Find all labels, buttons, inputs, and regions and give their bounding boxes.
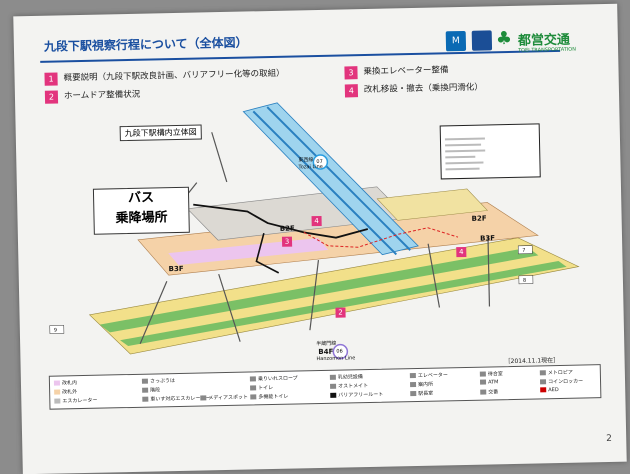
date-note: ［2014.11.1現在］: [504, 357, 560, 366]
legend-item: 駅長室: [410, 390, 433, 397]
transfer-route: [303, 227, 459, 248]
diagram-title: 九段下駅構内立体図: [119, 124, 202, 142]
barrier-free-route: [193, 203, 369, 239]
tozai-track: [252, 110, 398, 256]
exit-7-label: 7: [522, 247, 526, 254]
b2f-right-area: [376, 188, 488, 221]
floor-label-b2f-right: B2F: [471, 214, 487, 223]
legend-item: メディアスポット: [200, 394, 248, 402]
page-number: 2: [606, 433, 613, 445]
legend-item: オストメイト: [330, 382, 368, 390]
legend-item: 改札外: [54, 388, 77, 395]
legend-item: さっぷうは: [141, 377, 175, 385]
callout-4-right: 4: [456, 246, 467, 258]
legend-item: ATM: [479, 379, 499, 386]
tozai-line-code: 07: [316, 158, 323, 166]
hanzomon-track-green-2: [120, 261, 567, 347]
hanzomon-line-code: 06: [336, 348, 343, 355]
exit-markers: [49, 245, 534, 334]
legend-item: 多機能トイレ: [250, 393, 288, 401]
hanzomon-line-badge: [332, 343, 349, 360]
exit-9-label: 9: [53, 327, 58, 334]
legend-item: エスカレーター: [54, 397, 97, 405]
bus-label-line-2: 乗降場所: [115, 210, 168, 227]
tozai-line-name: 東西線: [298, 157, 314, 164]
station-diagram: [49, 102, 580, 360]
tozai-line-badge: [312, 154, 329, 170]
hanzomon-track-green: [99, 247, 539, 333]
legend-item: バリアフリールート: [330, 391, 383, 399]
legend-item: エレベーター: [409, 371, 448, 379]
legend-item: 階段: [142, 386, 160, 394]
floor-label-b3f: B3F: [168, 264, 184, 274]
hanzomon-line-name-en: Hanzomon Line: [316, 355, 356, 363]
floor-label-b2f: B2F: [279, 224, 295, 233]
legend-item: トイレ: [250, 384, 273, 391]
legend-item: メトロピア: [539, 369, 573, 377]
bus-stop-label: バス 乗降場所: [92, 186, 190, 235]
callout-3: 3: [281, 236, 293, 247]
exit-8-label: 8: [522, 277, 527, 284]
legend-item: 交番: [480, 388, 498, 396]
document-page: 九段下駅視察行程について（全体図） M ♣ 都営交通 TOEI TRANSPOR…: [13, 3, 627, 474]
tozai-track-2: [266, 106, 411, 251]
legend-item: 乳幼児設備: [329, 373, 363, 381]
callout-4-left: 4: [311, 215, 322, 227]
map-legend: [439, 123, 541, 180]
legend-item: 案内所: [410, 381, 433, 388]
legend-item: コインロッカー: [539, 378, 583, 386]
bus-label-line-1: バス: [127, 190, 155, 207]
callout-2: 2: [335, 307, 346, 318]
tozai-platform: [242, 102, 419, 256]
legend-item: 乗りいれスロープ: [249, 375, 298, 383]
legend-item: AED: [540, 387, 559, 393]
hanzomon-line-name: 半蔵門線: [316, 340, 337, 348]
legend-item: 待合室: [479, 370, 503, 378]
floor-label-b3f-right: B3F: [479, 234, 496, 243]
legend-item: 改札内: [53, 379, 77, 386]
